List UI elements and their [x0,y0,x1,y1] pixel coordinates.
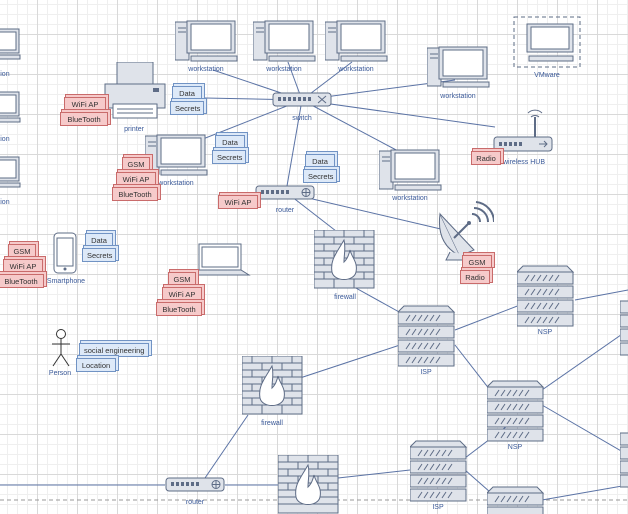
edge [204,414,249,479]
edge [454,304,521,331]
person-icon[interactable] [50,328,72,373]
workstation-icon[interactable] [0,27,22,68]
edge [286,192,446,231]
workstation-label: ation [0,199,10,206]
person-label: Person [48,370,72,377]
wifi-ap-tag: WiFi AP [218,195,258,209]
workstation-icon[interactable] [378,149,443,198]
edge [541,404,628,456]
bluetooth-tag: BlueTooth [156,302,202,316]
workstation-label: workstation [266,66,302,73]
workstation-icon[interactable] [0,90,22,131]
router-icon[interactable] [165,477,227,498]
firewall-icon[interactable] [313,229,376,295]
edge [286,99,303,187]
edge [541,329,628,391]
workstation-label: workstation [188,66,224,73]
router-icon[interactable] [255,185,317,206]
edge [541,484,628,501]
wifi-ap-tag: WiFi AP [116,172,156,186]
bluetooth-tag: BlueTooth [60,112,108,126]
laptop-icon[interactable] [191,243,251,284]
edge [464,469,491,493]
switch-label: switch [292,115,312,122]
firewall-icon[interactable] [241,355,304,421]
server-icon[interactable] [619,293,628,362]
firewall-label: firewall [334,294,356,301]
edge [301,99,401,153]
router-label: router [275,207,295,214]
bluetooth-tag: BlueTooth [0,274,44,288]
gsm-tag: GSM [122,157,150,171]
router-label: router [185,499,205,506]
firewall-label: firewall [261,420,283,427]
data-tag: Data [85,233,113,247]
nsp-label: NSP [537,329,553,336]
workstation-icon[interactable] [252,20,317,69]
workstation-label: workstation [338,66,374,73]
nsp-label: NSP [507,444,523,451]
workstation-label: workstation [392,195,428,202]
secrets-tag: Secrets [82,248,116,262]
social-engineering-tag: social engineering [79,343,149,357]
edge [574,289,628,301]
wireless-hub-label: wireless HUB [502,159,546,166]
workstation-label: ation [0,136,10,143]
smartphone-icon[interactable] [53,232,79,281]
secrets-tag: Secrets [212,150,246,164]
gsm-tag: GSM [8,244,36,258]
edge [299,344,401,379]
server-icon[interactable] [408,439,468,508]
server-icon[interactable] [396,304,456,373]
vmware-label: VMware [534,72,560,79]
gsm-tag: GSM [462,255,492,269]
bluetooth-tag: BlueTooth [112,187,158,201]
printer-label: printer [124,126,144,133]
workstation-label: workstation [158,180,194,187]
server-icon[interactable] [485,485,545,514]
wifi-ap-tag: WiFi AP [162,287,202,301]
workstation-icon[interactable] [0,155,22,196]
server-icon[interactable] [485,379,545,448]
server-icon[interactable] [619,425,628,494]
workstation-label: workstation [440,93,476,100]
isp-label: ISP [420,369,432,376]
edge [454,344,491,391]
workstation-icon[interactable] [324,20,389,69]
workstation-icon[interactable] [144,134,209,183]
radio-tag: Radio [460,270,490,284]
radio-tag: Radio [471,151,501,165]
smartphone-label: Smartphone [46,278,86,285]
edge [301,99,496,128]
edge [337,469,411,479]
wifi-ap-tag: WiFi AP [64,97,106,111]
workstation-label: ation [0,71,10,78]
gsm-tag: GSM [168,272,196,286]
firewall-icon[interactable] [277,454,340,514]
workstation-icon[interactable] [426,46,491,95]
vmware-icon[interactable] [513,16,583,75]
data-tag: Data [305,154,335,168]
secrets-tag: Secrets [170,101,204,115]
switch-icon[interactable] [272,92,334,113]
secrets-tag: Secrets [303,169,337,183]
printer-icon[interactable] [103,61,167,127]
wireless-hub-icon[interactable] [493,103,555,160]
workstation-icon[interactable] [174,20,239,69]
data-tag: Data [215,135,245,149]
wifi-ap-tag: WiFi AP [3,259,43,273]
data-tag: Data [172,86,202,100]
location-tag: Location [76,358,116,372]
isp-label: ISP [432,504,444,511]
server-icon[interactable] [515,264,575,333]
